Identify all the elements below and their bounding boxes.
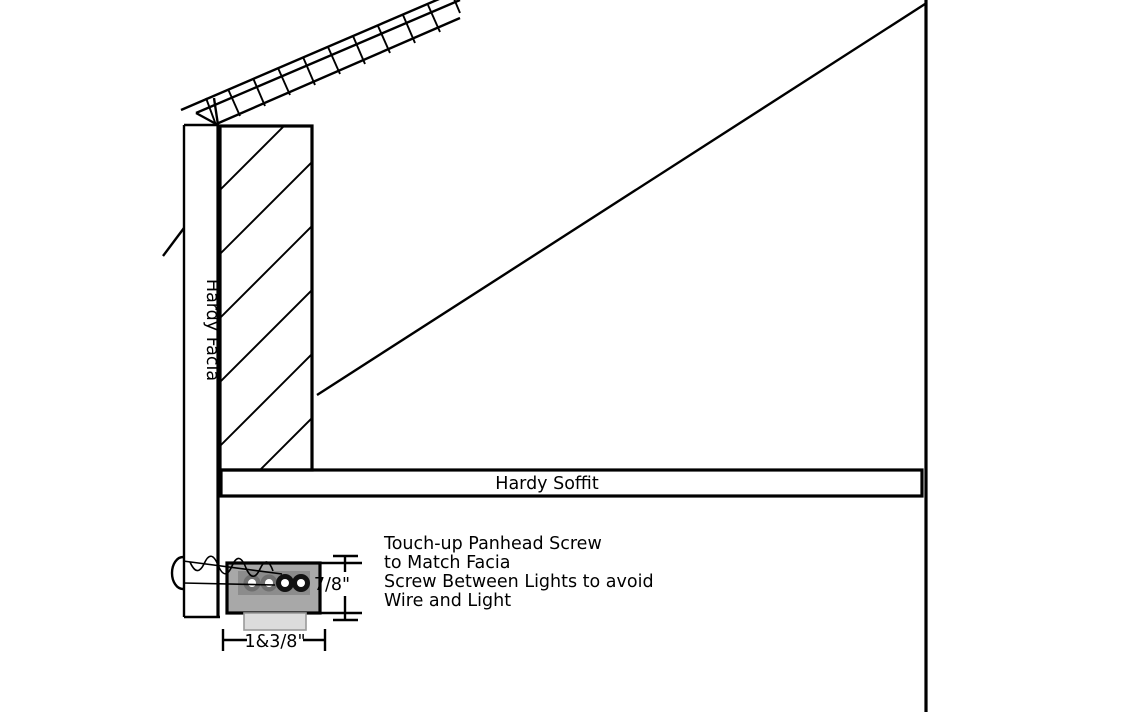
- soffit-label: Hardy Soffit: [495, 474, 599, 494]
- facia-label: Hardy Facia: [202, 279, 222, 381]
- roof-rafter: [180, 0, 461, 127]
- rafter-hatch: [205, 0, 461, 126]
- sub-fascia-hatch: [220, 126, 312, 470]
- sub-fascia-block: [218, 124, 314, 472]
- height-dimension: [320, 554, 362, 622]
- note-line-4: Wire and Light: [384, 591, 511, 611]
- note-line-3: Screw Between Lights to avoid: [384, 572, 654, 592]
- led-lenses: [243, 574, 310, 592]
- note-line-1: Touch-up Panhead Screw: [383, 534, 602, 554]
- height-dimension-label: 7/8": [314, 575, 350, 595]
- panhead-screw: [170, 555, 283, 591]
- width-dimension-label: 1&3/8": [245, 632, 306, 652]
- light-fixture-detail: 7/8" 1&3/8": [170, 554, 362, 652]
- width-dimension: [221, 629, 327, 651]
- hardy-soffit-panel: [219, 468, 924, 498]
- ceiling-line: [316, 2, 926, 397]
- note-line-2: to Match Facia: [384, 553, 510, 573]
- fixture-base: [243, 612, 307, 631]
- hardy-facia-board: [162, 123, 220, 619]
- callout-note: Touch-up Panhead Screw to Match Facia Sc…: [383, 534, 654, 611]
